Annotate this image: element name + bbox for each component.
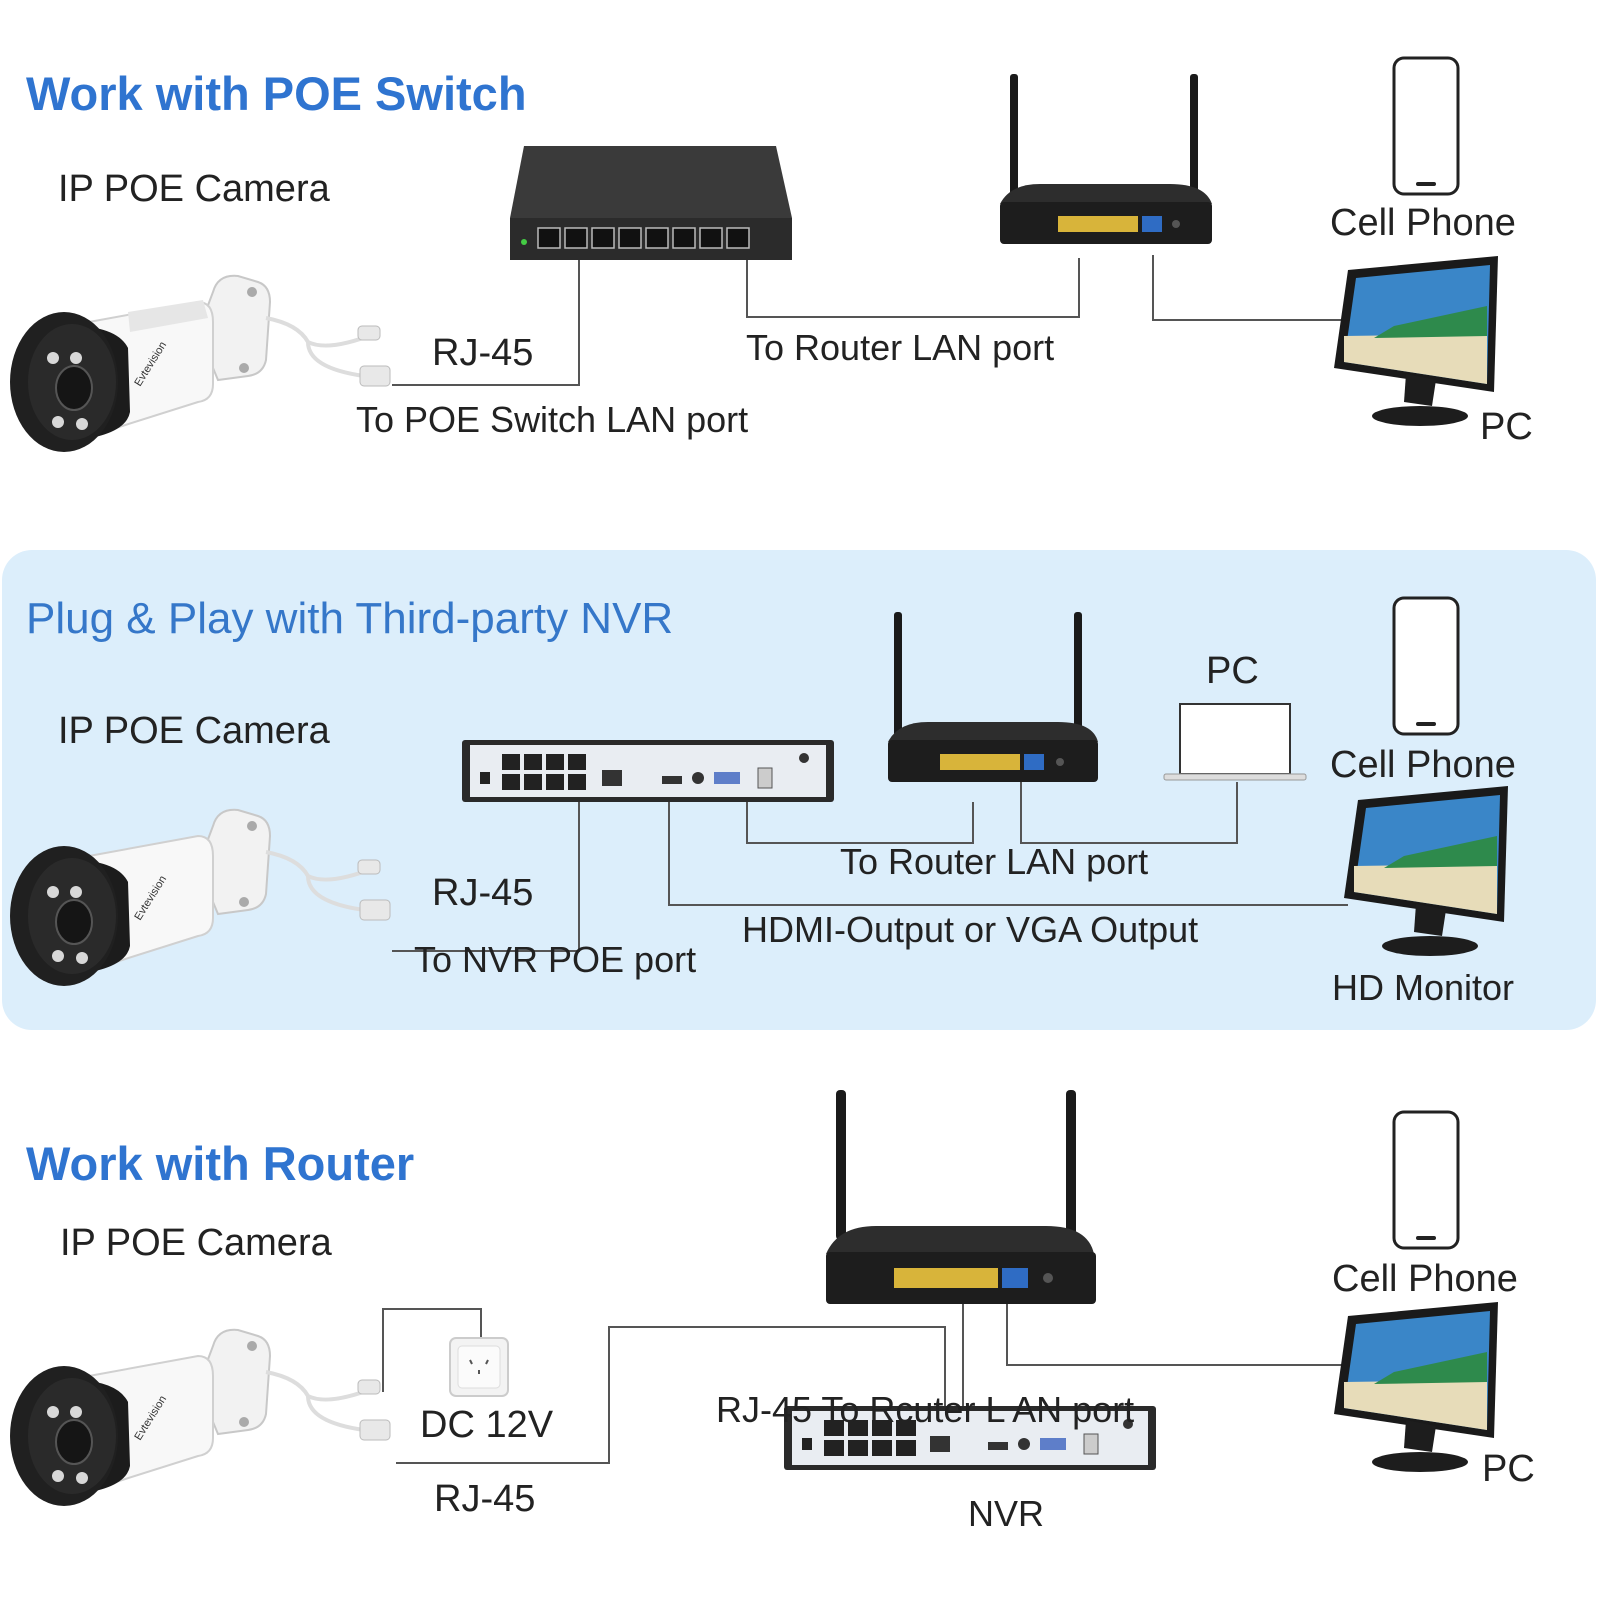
section-title: Work with POE Switch bbox=[26, 67, 527, 120]
router-icon bbox=[888, 612, 1098, 782]
wire-switch-down bbox=[578, 258, 580, 386]
camera-label: IP POE Camera bbox=[58, 168, 330, 210]
nvr-icon bbox=[784, 1406, 1156, 1470]
rj45-label: RJ-45 bbox=[432, 332, 534, 374]
laptop-label: PC bbox=[1206, 650, 1259, 692]
pc-label: PC bbox=[1480, 406, 1533, 448]
to-router-label: To Router LAN port bbox=[746, 327, 1055, 368]
hd-monitor-label: HD Monitor bbox=[1332, 967, 1515, 1008]
camera-label: IP POE Camera bbox=[58, 710, 330, 752]
cell-phone-label: Cell Phone bbox=[1332, 1258, 1518, 1300]
cell-phone-label: Cell Phone bbox=[1330, 744, 1516, 786]
wire-nvr-to-monitor bbox=[668, 802, 1348, 906]
cell-phone-icon bbox=[1392, 56, 1460, 196]
hdmi-vga-label: HDMI-Output or VGA Output bbox=[742, 909, 1199, 950]
rj45-label: RJ-45 bbox=[432, 872, 534, 914]
laptop-icon bbox=[1163, 703, 1307, 781]
wire-nvr-down bbox=[578, 802, 580, 952]
rj45-label: RJ-45 bbox=[434, 1478, 536, 1520]
router-icon bbox=[1000, 74, 1212, 244]
cell-phone-label: Cell Phone bbox=[1330, 202, 1516, 244]
wire-nvr-to-router bbox=[746, 802, 974, 844]
wire-camera-to-switch bbox=[392, 384, 580, 386]
section-router: Work with Router IP POE Camera Evtevisio… bbox=[0, 1040, 1600, 1600]
pc-label: PC bbox=[1482, 1448, 1535, 1490]
power-outlet-icon bbox=[449, 1337, 509, 1397]
wire-router-to-laptop bbox=[1020, 782, 1238, 844]
to-nvr-label: To NVR POE port bbox=[414, 939, 697, 980]
poe-switch-icon bbox=[510, 146, 792, 260]
camera-icon: Evtevision bbox=[10, 808, 391, 986]
wire-camera-out bbox=[396, 1462, 610, 1464]
pc-monitor-icon bbox=[1334, 256, 1498, 426]
wire-camera-to-nvr bbox=[392, 950, 580, 952]
section-title: Plug & Play with Third-party NVR bbox=[26, 594, 674, 643]
to-router-label: To Router LAN port bbox=[840, 841, 1149, 882]
wire-router-to-nvr bbox=[962, 1274, 964, 1406]
cell-phone-icon bbox=[1392, 1110, 1460, 1250]
dc-label: DC 12V bbox=[420, 1404, 554, 1446]
pc-monitor-icon bbox=[1334, 1302, 1498, 1472]
section-nvr: Plug & Play with Third-party NVR IP POE … bbox=[0, 550, 1600, 1030]
to-switch-label: To POE Switch LAN port bbox=[356, 399, 749, 440]
camera-icon: Evtevision bbox=[10, 274, 391, 452]
section-poe-switch: Work with POE Switch IP POE Camera Evtev… bbox=[0, 0, 1600, 540]
wire-router-to-pc bbox=[1006, 1274, 1352, 1366]
camera-icon: Evtevision bbox=[10, 1328, 391, 1506]
to-router-label: RJ-45 To Rcuter L AN port bbox=[716, 1389, 1135, 1430]
nvr-icon bbox=[462, 740, 834, 802]
router-icon bbox=[826, 1090, 1096, 1304]
cell-phone-icon bbox=[1392, 596, 1460, 736]
nvr-label: NVR bbox=[968, 1493, 1045, 1534]
pc-monitor-icon bbox=[1344, 786, 1508, 956]
wire-switch-to-router bbox=[746, 258, 1080, 318]
wire-router-to-pc bbox=[1152, 255, 1344, 321]
section-title: Work with Router bbox=[26, 1137, 415, 1190]
wire-camera-to-router bbox=[608, 1326, 946, 1464]
camera-label: IP POE Camera bbox=[60, 1222, 332, 1264]
